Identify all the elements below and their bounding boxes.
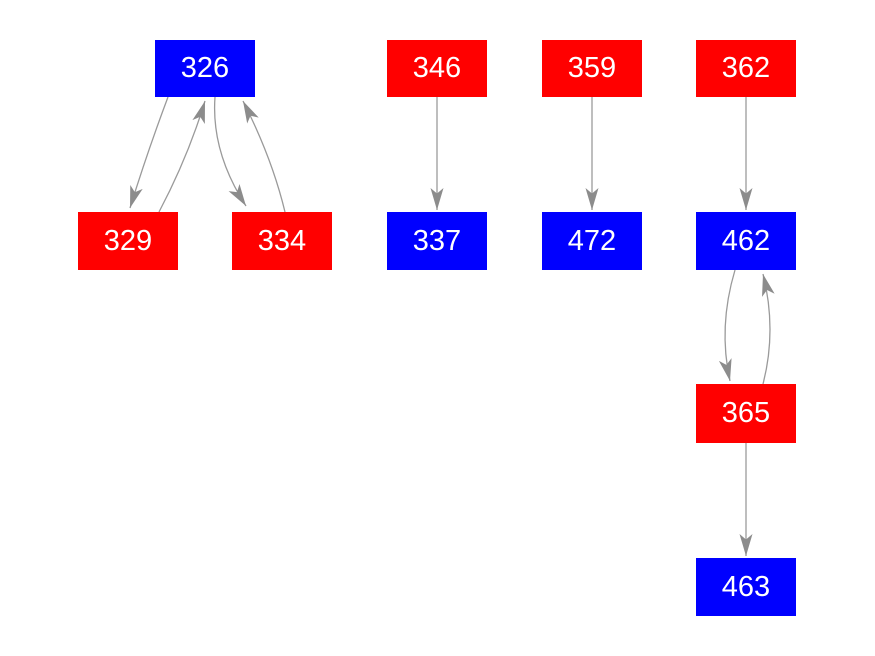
node-334: 334 (232, 212, 332, 270)
node-label: 359 (567, 52, 617, 84)
node-label: 462 (721, 224, 771, 257)
node-463: 463 (696, 558, 796, 616)
node-362: 362 (696, 40, 796, 97)
node-label: 362 (721, 52, 771, 84)
edge-326-334 (213, 96, 247, 207)
edge-462-365 (718, 269, 736, 382)
node-label: 334 (257, 224, 307, 257)
node-label: 337 (412, 224, 462, 257)
node-label: 472 (567, 224, 617, 257)
node-365: 365 (696, 384, 796, 443)
node-462: 462 (696, 212, 796, 270)
node-label: 463 (721, 570, 771, 603)
edge-326-329 (129, 96, 169, 209)
node-326: 326 (155, 40, 255, 97)
node-label: 329 (103, 224, 153, 257)
edge-334-326 (242, 100, 286, 213)
node-329: 329 (78, 212, 178, 270)
edge-365-462 (762, 273, 775, 385)
node-label: 346 (412, 52, 462, 84)
edge-329-326 (158, 100, 206, 213)
node-label: 326 (180, 52, 230, 84)
node-346: 346 (387, 40, 487, 97)
node-label: 365 (721, 397, 771, 429)
node-359: 359 (542, 40, 642, 97)
node-472: 472 (542, 212, 642, 270)
node-337: 337 (387, 212, 487, 270)
